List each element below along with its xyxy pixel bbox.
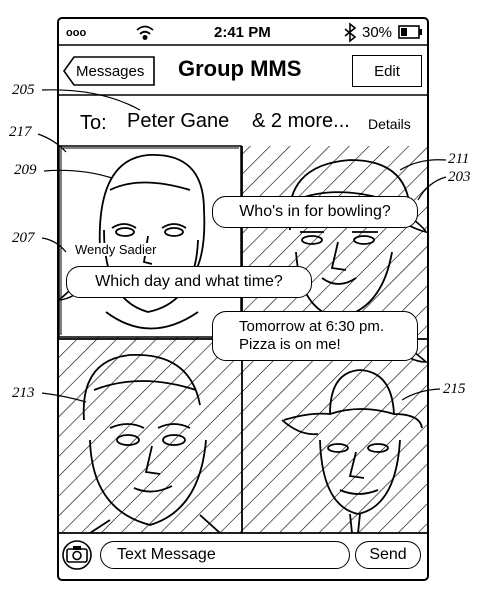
message-text-3b: Pizza is on me! bbox=[239, 336, 341, 353]
ref-203: 203 bbox=[448, 169, 471, 185]
ref-217: 217 bbox=[9, 124, 32, 140]
ref-215: 215 bbox=[443, 381, 466, 397]
wifi-icon bbox=[136, 25, 154, 41]
text-message-input[interactable]: Text Message bbox=[100, 541, 350, 569]
back-button-shape bbox=[63, 56, 155, 86]
participant-tile-wendy bbox=[58, 145, 242, 338]
to-label: To: bbox=[80, 112, 107, 134]
camera-icon bbox=[62, 540, 92, 570]
text-message-placeholder: Text Message bbox=[117, 546, 216, 563]
face-213 bbox=[82, 354, 221, 533]
battery-percent: 30% bbox=[362, 24, 393, 41]
nav-title: Group MMS bbox=[178, 56, 302, 81]
message-bubble-2[interactable]: Which day and what time? bbox=[66, 266, 312, 298]
send-button-label: Send bbox=[369, 546, 407, 563]
message-text-3a: Tomorrow at 6:30 pm. bbox=[239, 318, 385, 335]
message-text-2: Which day and what time? bbox=[95, 273, 283, 290]
back-button[interactable]: Messages bbox=[76, 63, 145, 80]
send-button[interactable]: Send bbox=[355, 541, 421, 569]
edit-button-label: Edit bbox=[374, 62, 400, 80]
participant-name-wendy: Wendy Sadier bbox=[74, 242, 158, 257]
message-bubble-3[interactable]: Tomorrow at 6:30 pm. Pizza is on me! bbox=[212, 311, 418, 361]
phone-screen-frame bbox=[57, 17, 429, 581]
battery-icon bbox=[398, 25, 422, 39]
ref-211: 211 bbox=[448, 151, 470, 167]
signal-indicator: ooo bbox=[66, 27, 87, 39]
ref-205: 205 bbox=[12, 82, 35, 98]
message-text-1: Who's in for bowling? bbox=[239, 203, 391, 220]
camera-button[interactable] bbox=[62, 540, 92, 570]
leader-lines bbox=[37, 89, 447, 403]
bluetooth-icon bbox=[344, 22, 357, 43]
ref-207: 207 bbox=[12, 230, 35, 246]
message-bubble-1[interactable]: Who's in for bowling? bbox=[212, 196, 418, 228]
edit-button[interactable]: Edit bbox=[352, 55, 422, 87]
ref-213: 213 bbox=[12, 385, 35, 401]
details-link[interactable]: Details bbox=[368, 116, 411, 132]
recipient-more[interactable]: & 2 more... bbox=[252, 110, 350, 132]
ref-209: 209 bbox=[14, 162, 37, 178]
recipient-name[interactable]: Peter Gane bbox=[127, 110, 230, 132]
clock: 2:41 PM bbox=[214, 24, 271, 41]
face-215 bbox=[281, 369, 423, 533]
